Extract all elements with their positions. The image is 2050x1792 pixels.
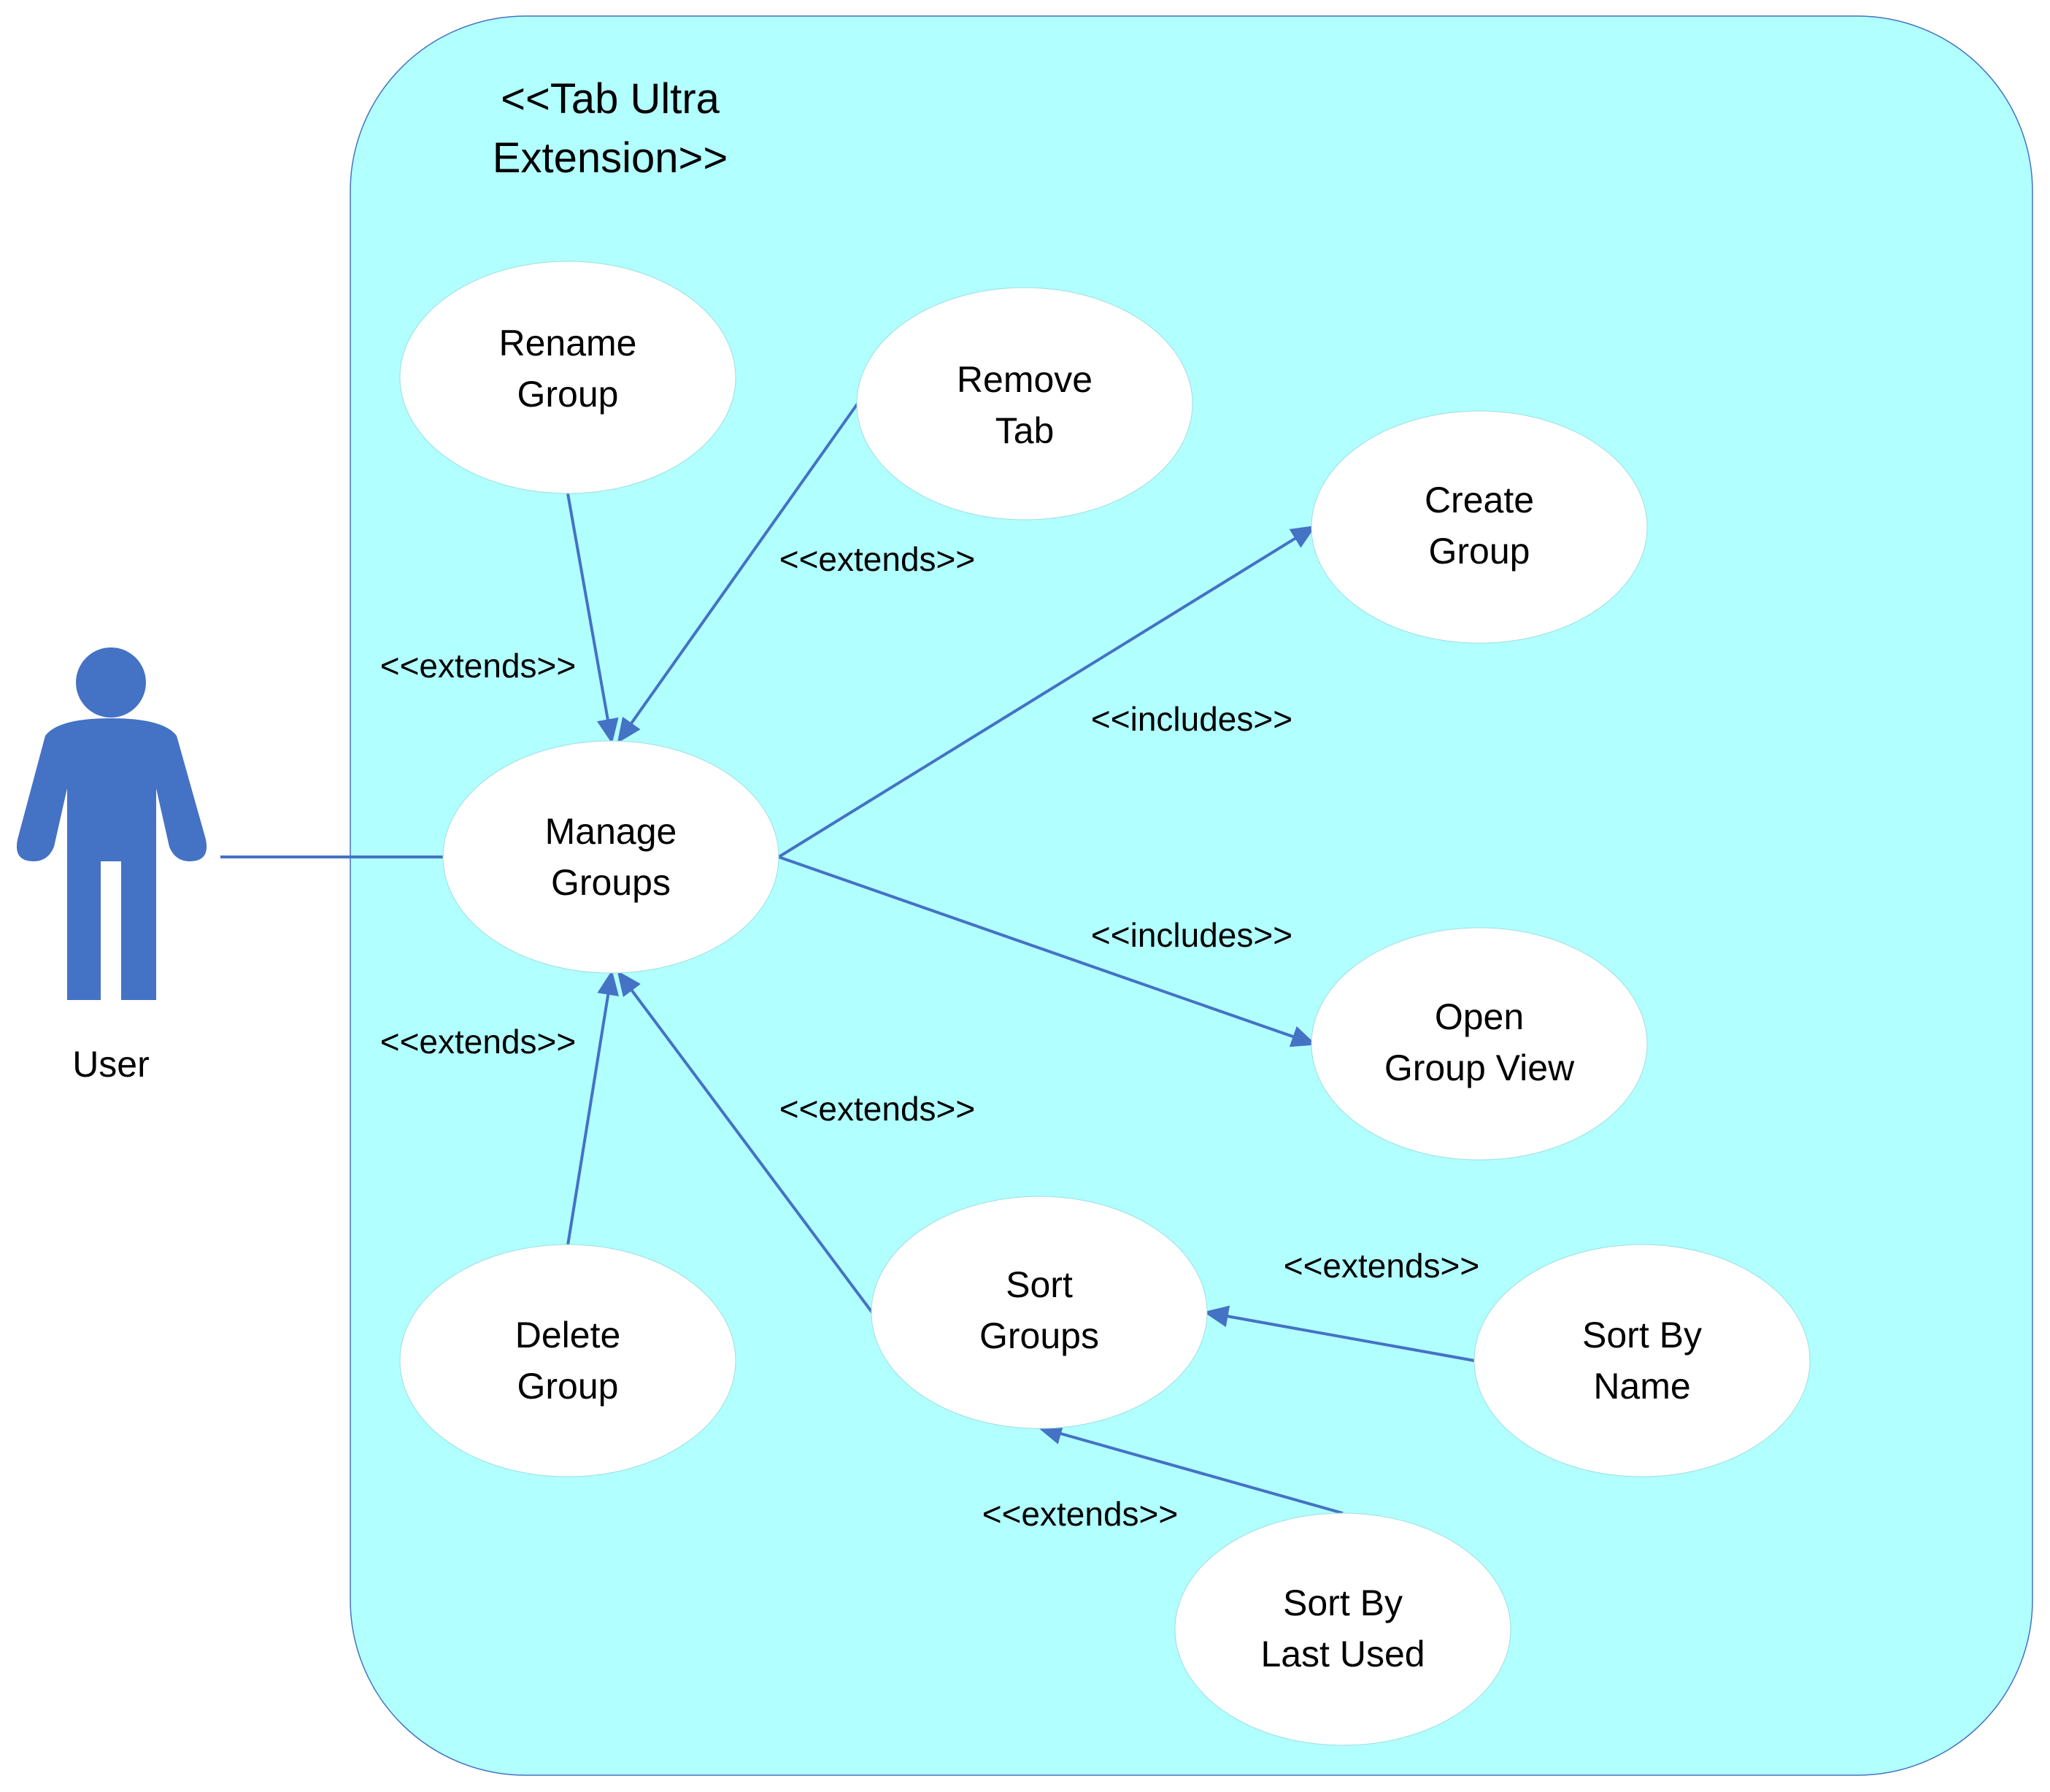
remove-extends-line — [617, 402, 859, 744]
open-includes-label: <<includes>> — [1091, 916, 1292, 954]
create-includes-label: <<includes>> — [1091, 700, 1292, 738]
sort-name-extends-label: <<extends>> — [1284, 1247, 1480, 1285]
use-case-label-line2: Group — [517, 1366, 619, 1407]
use-case-label-line2: Group — [517, 374, 619, 415]
open-includes-line — [778, 855, 1317, 1047]
use-case-label-line1: Sort By — [1283, 1583, 1403, 1623]
rename-extends-line — [566, 493, 619, 744]
use-case-label-line2: Name — [1593, 1366, 1690, 1407]
delete-extends-line — [566, 970, 620, 1246]
sort-extends-line — [617, 970, 874, 1314]
use-case-label-line2: Groups — [551, 862, 671, 903]
use-case-sort-by-last-used[interactable]: Sort By Last Used — [1174, 1512, 1511, 1746]
use-case-label-line2: Tab — [995, 410, 1055, 451]
use-case-label-line1: Delete — [515, 1315, 621, 1355]
actor-label: User — [72, 1044, 150, 1085]
person-icon — [16, 647, 207, 1000]
sort-name-extends-line — [1203, 1305, 1475, 1362]
use-case-label-line1: Create — [1425, 480, 1534, 520]
use-case-label-line2: Groups — [979, 1315, 1099, 1356]
use-case-create-group[interactable]: Create Group — [1311, 410, 1648, 644]
use-case-delete-group[interactable]: Delete Group — [399, 1244, 736, 1477]
use-case-label-line2: Group View — [1384, 1047, 1575, 1088]
rename-extends-label: <<extends>> — [380, 647, 577, 685]
use-case-rename-group[interactable]: Rename Group — [399, 261, 736, 494]
actor-user[interactable]: User — [16, 647, 207, 1085]
remove-extends-label: <<extends>> — [779, 540, 976, 578]
use-case-remove-tab[interactable]: Remove Tab — [856, 287, 1193, 520]
sort-last-extends-line — [1037, 1423, 1344, 1515]
sort-last-extends-label: <<extends>> — [982, 1495, 1179, 1533]
use-case-label-line1: Remove — [957, 359, 1093, 400]
create-includes-line — [777, 525, 1317, 858]
use-case-open-group-view[interactable]: Open Group View — [1311, 927, 1648, 1161]
use-case-label-line1: Manage — [545, 811, 677, 852]
use-case-sort-groups[interactable]: Sort Groups — [871, 1196, 1208, 1429]
sort-extends-label: <<extends>> — [779, 1090, 976, 1128]
system-title-line1: <<Tab Ultra — [501, 75, 720, 123]
use-case-manage-groups[interactable]: Manage Groups — [442, 740, 779, 974]
use-case-sort-by-name[interactable]: Sort By Name — [1473, 1244, 1811, 1477]
system-title-line2: Extension>> — [493, 134, 728, 182]
use-case-label-line1: Sort By — [1582, 1315, 1702, 1355]
use-case-label-line1: Rename — [499, 323, 637, 364]
use-case-label-line1: Open — [1435, 996, 1524, 1037]
use-case-label-line2: Group — [1429, 531, 1530, 572]
use-case-label-line1: Sort — [1006, 1264, 1073, 1305]
delete-extends-label: <<extends>> — [380, 1023, 577, 1061]
use-case-label-line2: Last Used — [1260, 1634, 1425, 1674]
